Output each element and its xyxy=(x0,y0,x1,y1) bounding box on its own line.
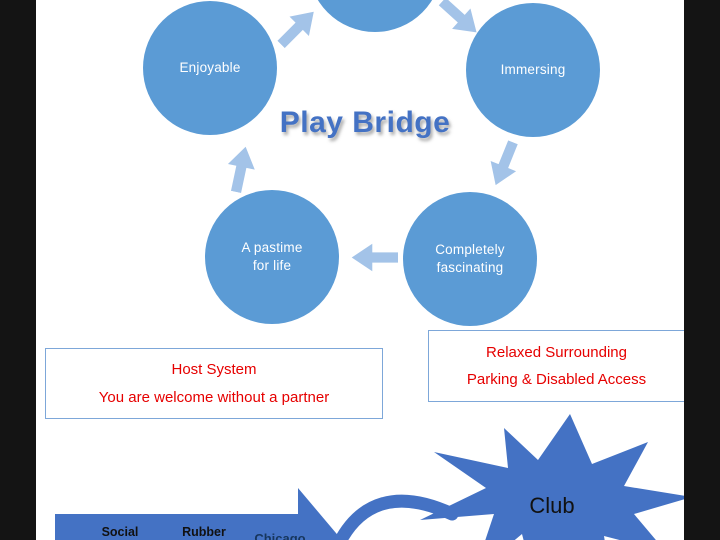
cycle-node-pastime-label-line1: A pastime xyxy=(241,240,303,256)
club-starburst-shape xyxy=(420,414,692,540)
cycle-node-fascinating: Completely fascinating xyxy=(403,192,537,326)
cycle-node-immersing-label: Immersing xyxy=(500,62,566,78)
club-label: Club xyxy=(529,493,575,518)
connector-curve xyxy=(333,494,459,540)
host-system-box: Host System You are welcome without a pa… xyxy=(45,348,383,419)
cycle-arrow-fascinating-to-pastime-icon xyxy=(351,243,398,272)
cycle-arrow-pastime-to-enjoyable-icon xyxy=(227,146,255,194)
cycle-node-fascinating-label-line2: fascinating xyxy=(436,260,504,275)
cycle-node-pastime-label-line2: for life xyxy=(252,258,292,273)
relaxed-surrounding-box: Relaxed Surrounding Parking & Disabled A… xyxy=(428,330,685,402)
game-label-rubber: Rubber xyxy=(182,525,226,539)
host-system-box-line2: You are welcome without a partner xyxy=(98,388,330,406)
game-label-social: Social xyxy=(101,525,139,539)
relaxed-surrounding-box-line1: Relaxed Surrounding xyxy=(486,343,627,361)
cycle-node-pastime: A pastime for life xyxy=(205,190,339,324)
letterbox-left xyxy=(0,0,36,540)
cycle-arrow-enjoyable-to-top-icon xyxy=(277,11,314,49)
host-system-box-line1: Host System xyxy=(171,361,257,379)
cycle-node-enjoyable-label: Enjoyable xyxy=(179,60,241,76)
relaxed-surrounding-box-line2: Parking & Disabled Access xyxy=(466,371,647,389)
letterbox-right xyxy=(684,0,720,540)
cycle-node-enjoyable: Enjoyable xyxy=(143,1,277,135)
cycle-arrow-top-to-immersing-icon xyxy=(438,0,477,33)
cycle-arrow-immersing-to-fascinating-icon xyxy=(490,140,518,186)
game-label-chicago: Chicago xyxy=(254,531,306,540)
diagram-title: Play Bridge xyxy=(279,106,451,139)
games-arrow-shape xyxy=(55,488,342,540)
cycle-node-fascinating-label-line1: Completely xyxy=(435,242,505,258)
cycle-node-immersing: Immersing xyxy=(466,3,600,137)
